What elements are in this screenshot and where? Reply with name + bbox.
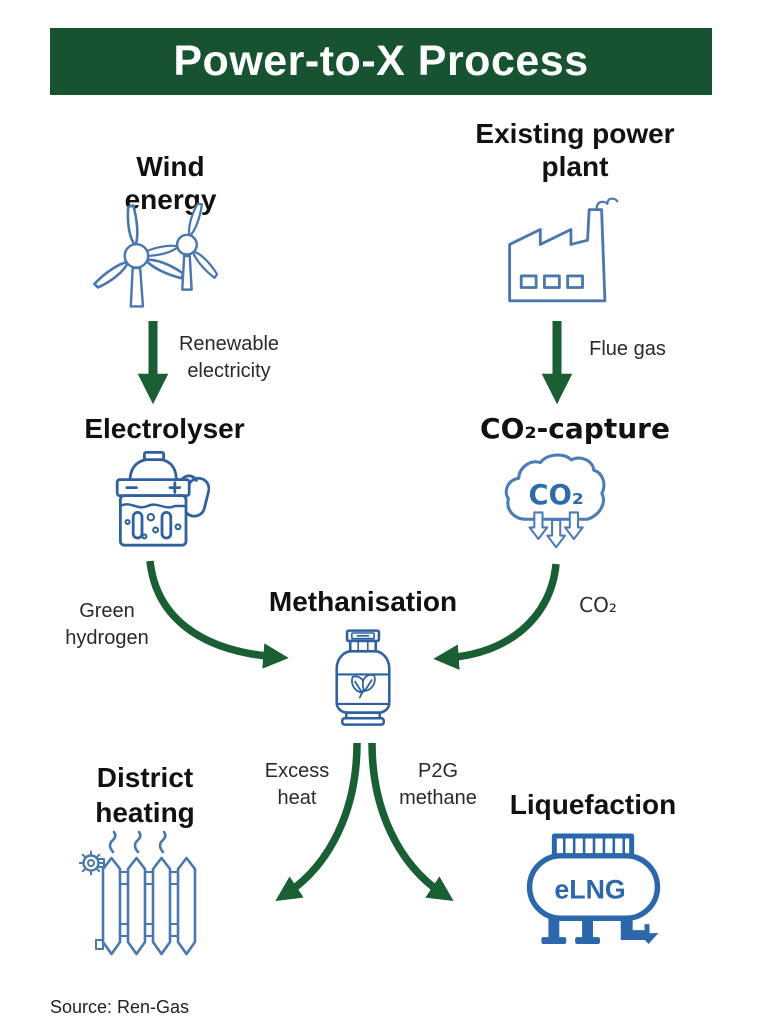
cloud-outline xyxy=(504,453,606,521)
elng-tank-icon: eLNG xyxy=(526,833,661,945)
tank-legs-and-valve xyxy=(541,918,659,945)
co2-capture-label: CO₂-capture xyxy=(480,412,670,445)
co2-flow-label: CO₂ xyxy=(579,593,617,617)
smoke-squiggle xyxy=(595,197,619,210)
methanisation-label: Methanisation xyxy=(268,586,458,617)
source-credit: Source: Ren-Gas xyxy=(50,997,190,1017)
heat-squiggles xyxy=(108,830,167,854)
radiator-icon xyxy=(79,830,197,956)
factory-icon xyxy=(508,197,619,303)
renewable-electricity-label: Renewable electricity xyxy=(178,333,280,382)
excess-heat-label: Excess heat xyxy=(264,760,330,809)
co2-cloud-text: CO₂ xyxy=(529,480,584,511)
district-heating-label: District heating xyxy=(95,762,195,828)
wind-turbines-icon xyxy=(91,201,220,308)
elng-text: eLNG xyxy=(554,874,625,904)
leaves-glyph xyxy=(351,674,376,699)
flue-gas-label: Flue gas xyxy=(589,338,666,360)
electrolyser-label: Electrolyser xyxy=(84,413,245,444)
co2-drop-arrows xyxy=(528,511,584,549)
green-hydrogen-label: Green hydrogen xyxy=(65,600,149,649)
wind-energy-label: Wind energy xyxy=(124,151,217,215)
co2-cloud-icon: CO₂ xyxy=(504,453,606,549)
gas-bottle-icon xyxy=(335,629,391,726)
valve-knob xyxy=(79,850,104,876)
existing-power-plant-label: Existing power plant xyxy=(475,118,675,182)
page-title: Power-to-X Process xyxy=(173,37,589,85)
p2g-methane-label: P2G methane xyxy=(399,760,477,809)
electrolyser-icon xyxy=(115,451,210,547)
liquefaction-label: Liquefaction xyxy=(509,789,677,820)
title-banner: Power-to-X Process xyxy=(50,28,712,95)
